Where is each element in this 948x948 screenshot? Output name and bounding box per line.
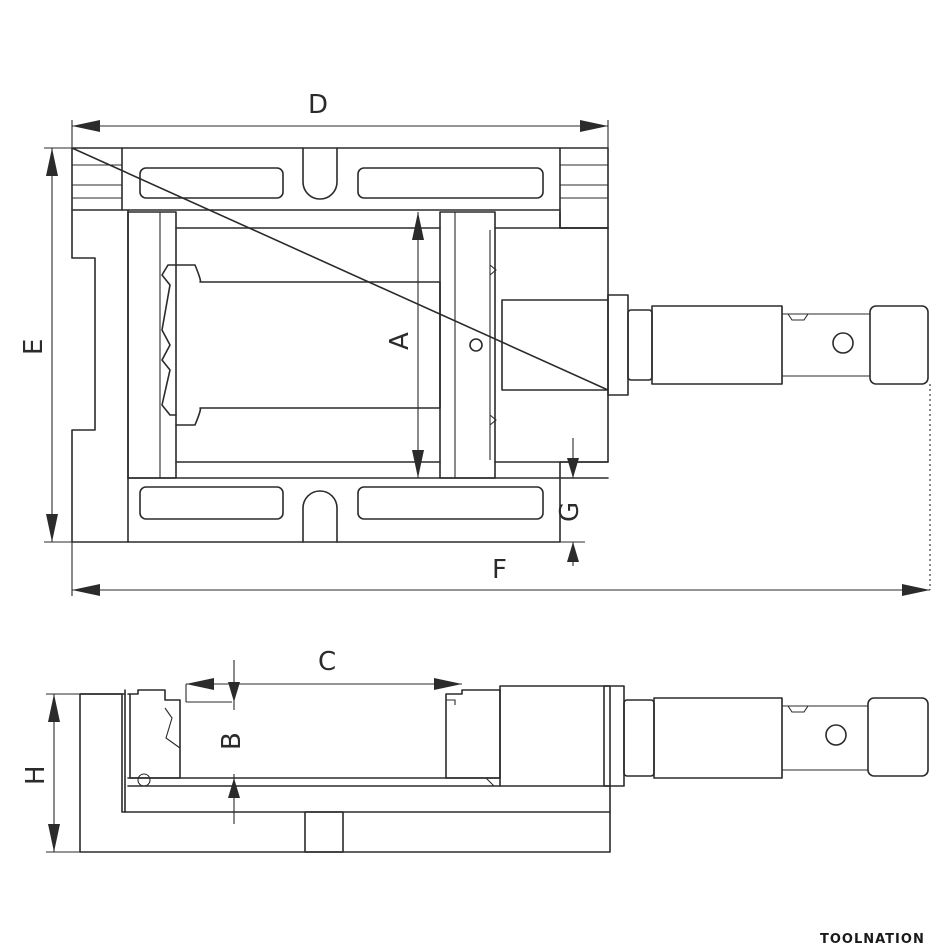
label-b: B <box>217 732 247 750</box>
top-view: D E A G <box>19 90 931 596</box>
label-e: E <box>19 339 49 355</box>
label-f: F <box>492 555 507 585</box>
dimension-a: A <box>385 212 424 478</box>
side-fixed-jaw <box>127 689 181 779</box>
toolnation-logo: TOOLNATION <box>820 932 925 947</box>
spindle-end-cap <box>869 305 929 385</box>
movable-jaw <box>439 211 496 479</box>
dimension-e: E <box>19 147 72 543</box>
label-a: A <box>385 332 415 350</box>
label-h: H <box>21 765 51 785</box>
label-c: C <box>318 647 336 677</box>
dimension-f: F <box>71 542 930 596</box>
side-movable-jaw <box>445 689 501 779</box>
dimension-h: H <box>21 693 80 853</box>
side-view: C B H <box>21 647 929 853</box>
dimension-d: D <box>71 90 609 148</box>
spindle-shaft <box>651 305 783 385</box>
bottom-keyway <box>302 490 338 543</box>
dimension-g: G <box>555 438 585 566</box>
label-g: G <box>555 502 585 522</box>
dimension-b: B <box>217 660 247 824</box>
side-base <box>79 693 611 853</box>
vise-body-outline <box>71 147 609 543</box>
fixed-jaw <box>127 211 177 479</box>
top-keyway <box>302 147 338 200</box>
spindle-block <box>501 299 609 391</box>
label-d: D <box>308 90 328 120</box>
dimension-c: C <box>185 647 462 703</box>
side-right-body <box>499 685 611 813</box>
